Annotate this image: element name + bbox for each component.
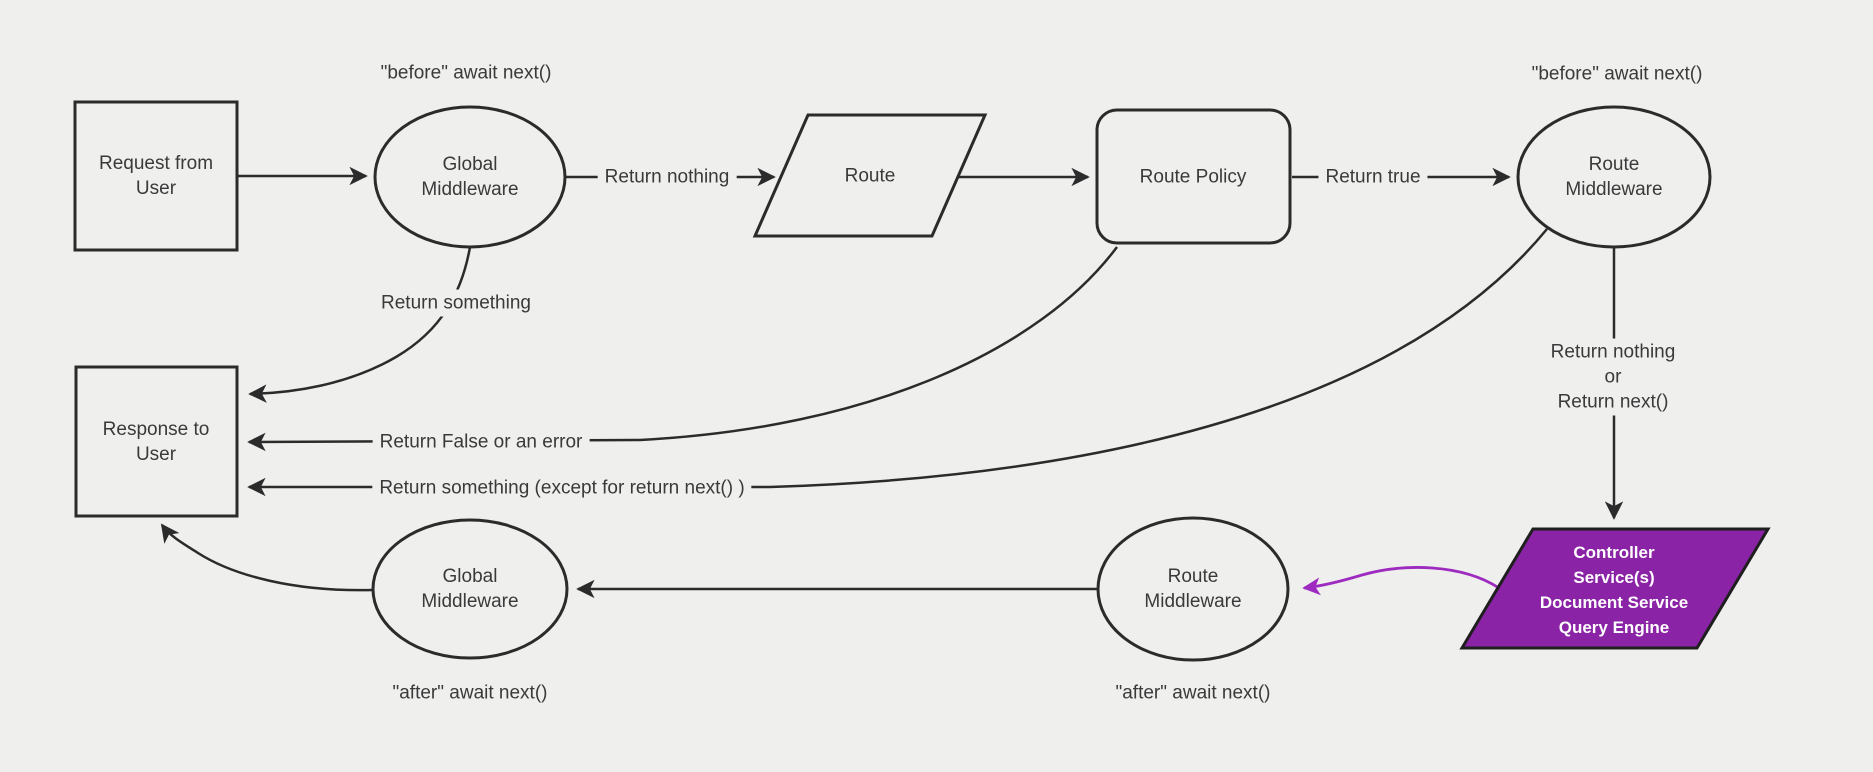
node-global-middleware-top-ellipse bbox=[373, 105, 567, 249]
node-global-middleware-bottom-ellipse bbox=[371, 518, 569, 660]
node-route-middleware-top-ellipse bbox=[1516, 105, 1712, 249]
edge-policy-return-false bbox=[247, 246, 1119, 452]
node-route-parallelogram bbox=[752, 113, 988, 238]
node-route-policy-box bbox=[1095, 108, 1292, 245]
node-controller-parallelogram bbox=[1459, 527, 1771, 650]
node-response-box bbox=[74, 365, 239, 518]
edge-routemw-return-something bbox=[247, 228, 1548, 497]
node-request-box bbox=[73, 100, 239, 252]
edge-global2-to-response bbox=[160, 523, 374, 592]
node-route-middleware-bottom-ellipse bbox=[1096, 516, 1290, 662]
edge-controller-to-routemw2 bbox=[1302, 566, 1500, 596]
edge-global-return-something bbox=[248, 246, 472, 403]
